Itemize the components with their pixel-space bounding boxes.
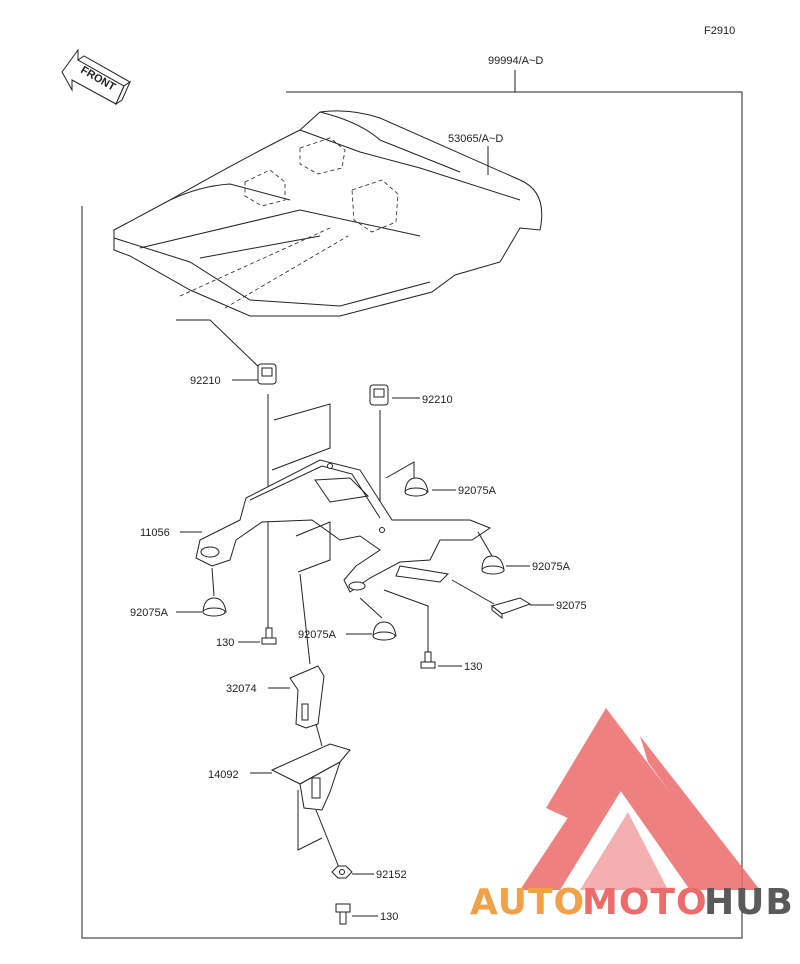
plate	[270, 743, 351, 811]
label-bracket: 11056	[140, 527, 170, 539]
label-kit: 99994/A~D	[488, 55, 543, 67]
watermark-part2: MOTO	[582, 882, 708, 923]
label-damper-left: 92075A	[130, 607, 169, 619]
label-nut: 92152	[376, 869, 407, 881]
label-bolt-bottom: 130	[380, 911, 398, 923]
watermark-part3: HUB	[704, 882, 794, 923]
figure-code: F2910	[704, 25, 735, 37]
label-bolt-left: 130	[216, 637, 234, 649]
damper-left	[202, 597, 227, 617]
damper-center	[372, 621, 397, 641]
bolt-left	[261, 627, 277, 645]
label-damper-upper: 92075A	[458, 485, 497, 497]
watermark-text: AUTO MOTO HUB	[470, 882, 794, 923]
label-cover: 53065/A~D	[448, 133, 503, 145]
label-clip-right: 92210	[422, 394, 453, 406]
seat-cover	[113, 110, 543, 317]
stay	[289, 665, 325, 729]
label-stay: 32074	[226, 683, 257, 695]
bolt-bottom	[335, 903, 351, 925]
damper-upper	[404, 477, 429, 497]
bracket	[195, 459, 492, 593]
bolt-right	[420, 651, 436, 669]
clip-left	[257, 363, 277, 385]
pad	[490, 597, 532, 620]
label-pad: 92075	[556, 600, 587, 612]
clip-right	[369, 384, 389, 406]
damper-right	[481, 555, 505, 575]
label-plate: 14092	[208, 769, 239, 781]
front-arrow-icon: FRONT	[61, 48, 132, 106]
watermark-logo	[520, 708, 760, 890]
label-damper-center: 92075A	[298, 629, 337, 641]
nut	[331, 865, 353, 879]
label-damper-right: 92075A	[532, 561, 571, 573]
label-clip-left: 92210	[190, 375, 221, 387]
watermark-part1: AUTO	[470, 882, 585, 923]
label-bolt-right: 130	[464, 661, 482, 673]
kit-boundary	[81, 91, 743, 939]
